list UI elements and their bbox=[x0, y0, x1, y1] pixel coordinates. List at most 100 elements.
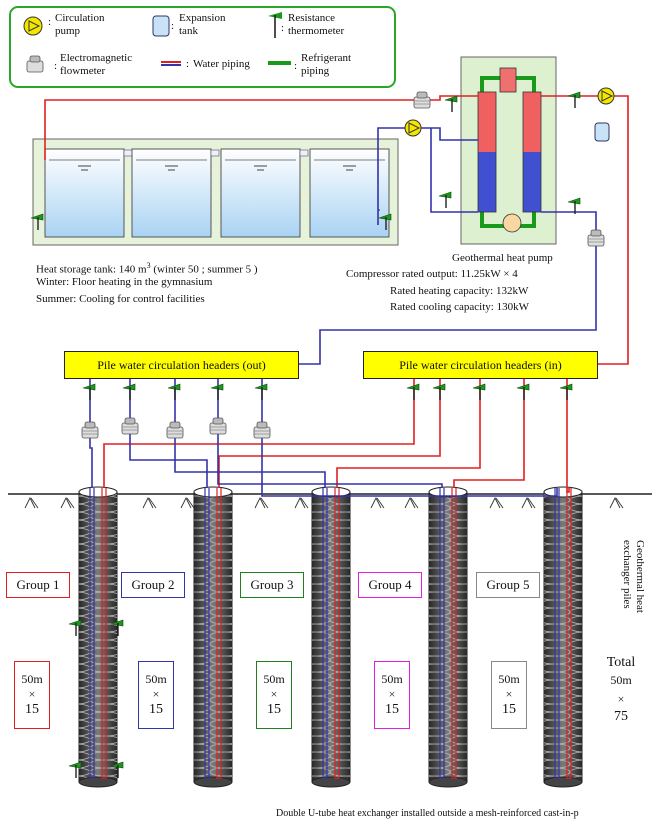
pile-bottom-3 bbox=[311, 776, 351, 788]
thermometer-out-2 bbox=[122, 383, 136, 401]
heating-capacity: Rated heating capacity: 132kW bbox=[390, 285, 529, 297]
flowmeter-out-1 bbox=[81, 421, 99, 439]
legend-colon-4: : bbox=[54, 60, 58, 72]
cooling-capacity: Rated cooling capacity: 130kW bbox=[390, 301, 529, 313]
ground-hatch-b-2 bbox=[66, 497, 75, 509]
water-piping-icon bbox=[161, 61, 181, 66]
ground-hatch-5 bbox=[254, 496, 266, 509]
pile-tube-red-4 bbox=[451, 488, 457, 779]
ground-hatch-b-11 bbox=[495, 497, 504, 509]
thermometer-out-1 bbox=[82, 383, 96, 401]
ground-hatch-b-12 bbox=[527, 497, 536, 509]
tank-winter-use: Winter: Floor heating in the gymnasium bbox=[36, 276, 213, 288]
pile-group bbox=[78, 486, 583, 788]
tank-summer-use: Summer: Cooling for control facilities bbox=[36, 293, 205, 305]
total-length: Total 50m × 75 bbox=[606, 655, 636, 724]
geothermal-heat-pump bbox=[460, 56, 557, 245]
heat-storage-tank bbox=[32, 138, 399, 246]
pile-mesh-5 bbox=[544, 492, 582, 782]
tank-cell-2 bbox=[131, 148, 212, 238]
header-out: Pile water circulation headers (out) bbox=[64, 351, 299, 379]
ground-hatch-12 bbox=[521, 496, 533, 509]
ground-hatch-b-1 bbox=[30, 497, 39, 509]
tank-cell-1 bbox=[44, 148, 125, 238]
pile-tube-blue-3 bbox=[322, 488, 328, 779]
pile-bottom-1 bbox=[78, 776, 118, 788]
ground-hatch-3 bbox=[142, 496, 154, 509]
ground-hatch-2 bbox=[60, 496, 72, 509]
pipe-in-group-5 bbox=[566, 377, 570, 493]
flowmeter-out-2 bbox=[121, 417, 139, 435]
ground-hatch-9 bbox=[404, 496, 416, 509]
devices bbox=[30, 87, 615, 779]
thermometer-out-3 bbox=[167, 383, 181, 401]
group-3-length: 50m×15 bbox=[256, 661, 292, 729]
pipe-out-group-1 bbox=[89, 377, 93, 488]
ground-hatch-11 bbox=[489, 496, 501, 509]
pile-tube-red-2 bbox=[216, 488, 222, 779]
group-2-label: Group 2 bbox=[121, 572, 185, 598]
ground-hatch-1 bbox=[24, 496, 36, 509]
thermometer-hp-return bbox=[438, 191, 452, 209]
caption: Double U-tube heat exchanger installed o… bbox=[276, 808, 579, 819]
legend-flow-line1: Electromagnetic bbox=[60, 52, 133, 64]
pipe-in-group-4 bbox=[453, 377, 525, 488]
legend-colon-1: : bbox=[48, 16, 52, 28]
ground-hatch-b-9 bbox=[410, 497, 419, 509]
ground-hatch-b-5 bbox=[260, 497, 269, 509]
legend-resistance-line2: thermometer bbox=[288, 25, 345, 37]
pile-tube-blue-4 bbox=[439, 488, 445, 779]
flowmeter-hp-inlet bbox=[413, 91, 431, 109]
pipe-in-group-3 bbox=[336, 377, 481, 488]
pile-top-2 bbox=[193, 486, 233, 498]
pile-bottom-2 bbox=[193, 776, 233, 788]
ground-hatch-b-6 bbox=[300, 497, 309, 509]
pipe-hp-to-header-out-blue bbox=[297, 211, 597, 365]
water-piping bbox=[44, 95, 629, 497]
ground-hatch-b-3 bbox=[148, 497, 157, 509]
pile-top-5 bbox=[543, 486, 583, 498]
tank-icon bbox=[152, 15, 170, 37]
group-3-label: Group 3 bbox=[240, 572, 304, 598]
ground-hatch-b-4 bbox=[186, 497, 195, 509]
pump-icon bbox=[23, 16, 43, 36]
pile-tube-red-1 bbox=[101, 488, 107, 779]
group-4-length: 50m×15 bbox=[374, 661, 410, 729]
heat-pump-title: Geothermal heat pump bbox=[452, 252, 553, 264]
pipe-hp-return-blue bbox=[430, 128, 478, 213]
tank-cell-3 bbox=[220, 148, 301, 238]
flowmeter-icon bbox=[26, 55, 44, 73]
thermometer-in-4 bbox=[516, 383, 530, 401]
legend-colon-5: : bbox=[186, 58, 190, 70]
legend-colon-6: : bbox=[294, 60, 298, 72]
pipe-in-group-1 bbox=[103, 377, 415, 488]
thermometer-hp-inlet bbox=[444, 95, 458, 113]
flowmeter-hp-outlet bbox=[587, 229, 605, 247]
legend-resistance-line1: Resistance bbox=[288, 12, 336, 24]
tank-connector-1 bbox=[123, 149, 133, 157]
expansion-tank bbox=[594, 122, 610, 142]
legend-refrigerant-line2: piping bbox=[301, 65, 330, 77]
legend-colon-3: : bbox=[281, 22, 285, 34]
group-5-length: 50m×15 bbox=[491, 661, 527, 729]
tank-connector-2 bbox=[210, 149, 220, 157]
thermometer-in-1 bbox=[406, 383, 420, 401]
group-4-label: Group 4 bbox=[358, 572, 422, 598]
thermometer-out-4 bbox=[210, 383, 224, 401]
legend-refrigerant-line1: Refrigerant bbox=[301, 52, 352, 64]
thermometer-in-2 bbox=[432, 383, 446, 401]
ground-hatch-8 bbox=[370, 496, 382, 509]
legend-symbols bbox=[23, 12, 291, 73]
tank-connector-3 bbox=[299, 149, 309, 157]
legend-pump-line1: Circulation bbox=[55, 12, 105, 24]
legend-expansion-line2: tank bbox=[179, 25, 198, 37]
flowmeter-out-5 bbox=[253, 421, 271, 439]
flowmeter-out-3 bbox=[166, 421, 184, 439]
flowmeter-out-4 bbox=[209, 417, 227, 435]
pipe-out-group-5 bbox=[261, 377, 558, 497]
ground-hatch-14 bbox=[609, 496, 621, 509]
thermometer-out-5 bbox=[254, 383, 268, 401]
pile-tube-blue-5 bbox=[554, 488, 560, 779]
pile-tube-red-5 bbox=[566, 488, 572, 779]
